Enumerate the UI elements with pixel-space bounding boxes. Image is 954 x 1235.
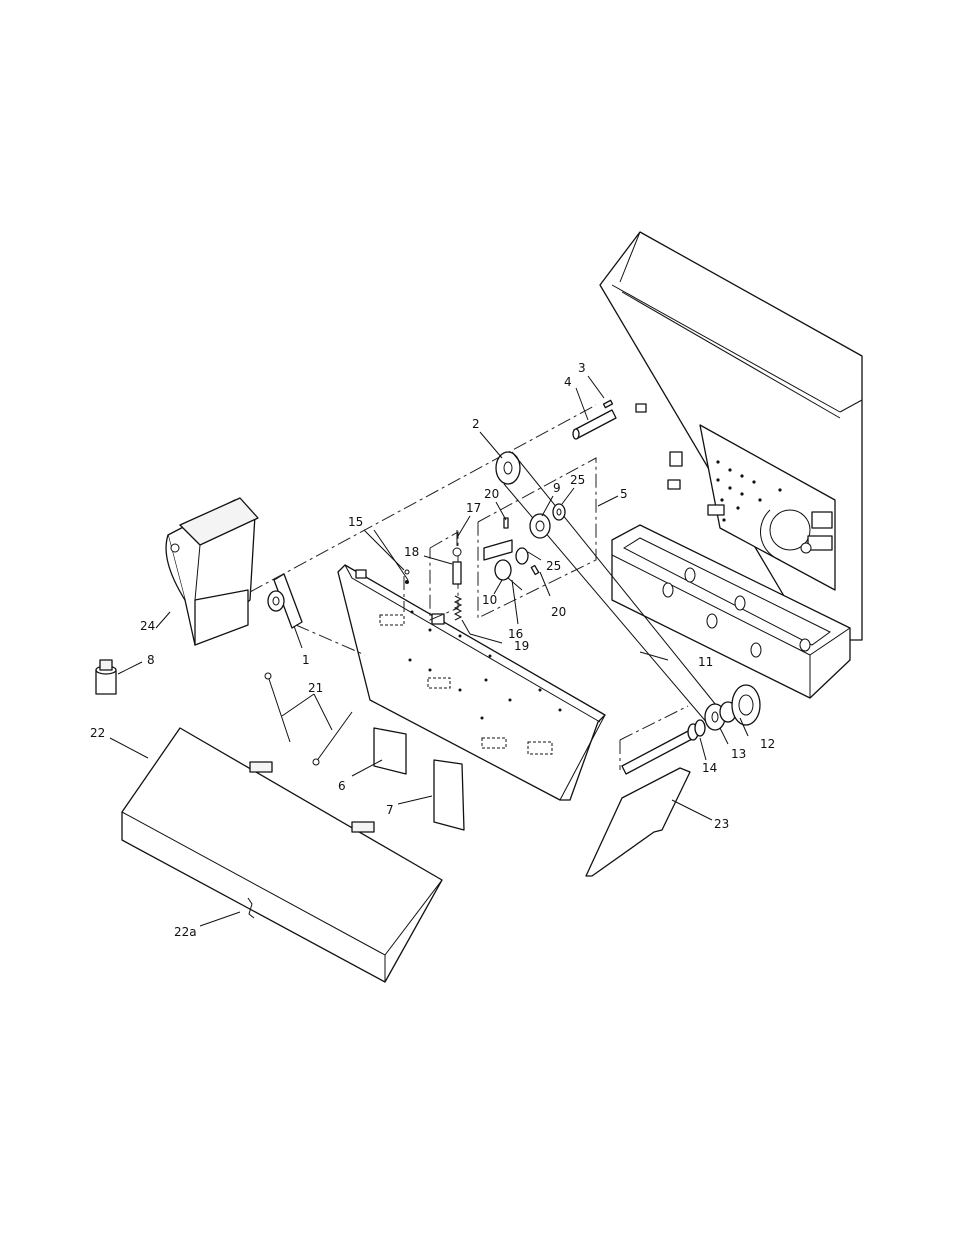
- callout-25-upper: 25: [570, 473, 585, 487]
- callout-6: 6: [338, 779, 346, 793]
- callout-20-upper: 20: [484, 487, 499, 501]
- callout-22: 22: [90, 726, 105, 740]
- callout-4: 4: [564, 375, 572, 389]
- callout-5: 5: [620, 487, 628, 501]
- bracket-part-1: [268, 574, 302, 628]
- callout-13: 13: [731, 747, 746, 761]
- guard-cover-part-24: [166, 498, 258, 645]
- callout-1: 1: [302, 653, 310, 667]
- callout-24: 24: [140, 619, 155, 633]
- door-plate-part-23: [586, 768, 690, 876]
- callout-19: 19: [514, 639, 529, 653]
- callout-18: 18: [404, 545, 419, 559]
- callout-22a: 22a: [174, 925, 197, 939]
- callout-12: 12: [760, 737, 775, 751]
- callout-23: 23: [714, 817, 729, 831]
- callout-8: 8: [147, 653, 155, 667]
- callout-2: 2: [472, 417, 480, 431]
- callout-7: 7: [386, 803, 394, 817]
- callout-11: 11: [698, 655, 713, 669]
- callout-15: 15: [348, 515, 363, 529]
- callout-14: 14: [702, 761, 717, 775]
- callout-25-lower: 25: [546, 559, 561, 573]
- callout-3: 3: [578, 361, 586, 375]
- callout-9: 9: [553, 481, 561, 495]
- callout-10: 10: [482, 593, 497, 607]
- machine-body: [600, 232, 862, 698]
- callout-20-lower: 20: [551, 605, 566, 619]
- capacitor-part-8: [96, 660, 116, 694]
- callout-17: 17: [466, 501, 481, 515]
- callout-21: 21: [308, 681, 323, 695]
